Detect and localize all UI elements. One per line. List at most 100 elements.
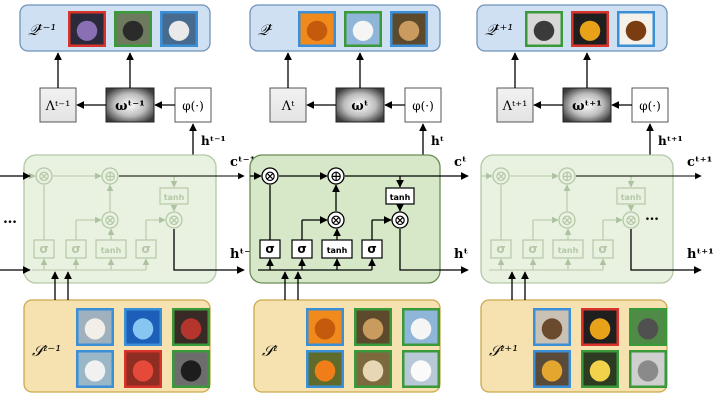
hidden-state-out — [630, 229, 702, 274]
support-image — [354, 308, 392, 346]
hidden-state-label: hᵗ⁺¹ — [687, 247, 714, 262]
forget-gate-sigma-label: σ — [39, 242, 48, 256]
image-subject-mushroom-stem — [362, 360, 384, 382]
support-image — [402, 308, 440, 346]
support-set-label: 𝒮ᵗ⁻¹ — [32, 342, 61, 360]
lambda-box — [496, 87, 534, 123]
cell-tanh-label: tanh — [390, 193, 411, 202]
image-subject-sailboats — [410, 360, 432, 382]
support-image — [76, 308, 114, 346]
output-multiply: ⊗ — [165, 211, 183, 229]
query-image — [298, 11, 336, 47]
cell-add: ⊕ — [327, 167, 345, 185]
cell-state-label: cᵗ⁻¹ — [230, 155, 255, 170]
image-subject-white-dog — [168, 20, 190, 41]
forget-multiply-circle — [492, 167, 510, 185]
image-subject-orange-fruit — [314, 360, 336, 382]
lstm-cell-body — [23, 154, 217, 284]
image-subject-arctic-fox — [84, 360, 106, 382]
image-subject-purple-bowl — [76, 20, 98, 41]
image-subject-motorcycle — [180, 318, 202, 340]
support-image — [629, 308, 667, 346]
forget-multiply-circle — [35, 167, 53, 185]
hidden-state-out — [173, 229, 245, 274]
omega-label: ωᵗ — [351, 99, 368, 114]
support-image — [402, 350, 440, 388]
cell-add-symbol: ⊕ — [104, 167, 117, 185]
cell-add-circle — [327, 167, 345, 185]
image-subject-red-object — [132, 360, 154, 382]
query-set-label: 𝒬ᵗ — [258, 21, 273, 39]
output-multiply-circle — [165, 211, 183, 229]
forget-multiply: ⊗ — [35, 167, 53, 185]
input-multiply: ⊗ — [558, 211, 576, 229]
support-set-label: 𝒮ᵗ — [262, 342, 278, 360]
phi-label: φ(·) — [639, 99, 661, 113]
cell-state-label: cᵗ — [454, 155, 467, 170]
cell-tanh-label: tanh — [621, 193, 642, 202]
input-multiply-circle — [327, 211, 345, 229]
support-image — [306, 350, 344, 388]
cell-add: ⊕ — [558, 167, 576, 185]
phi-box — [174, 87, 212, 123]
query-image — [390, 11, 428, 47]
support-image — [533, 308, 571, 346]
query-image — [160, 11, 198, 47]
left-ellipsis: … — [3, 211, 17, 227]
input-gate-sigma: σ — [291, 239, 313, 259]
hidden-state-label: hᵗ — [454, 247, 468, 262]
support-image — [124, 308, 162, 346]
support-image — [581, 308, 619, 346]
image-subject-oranges — [314, 318, 336, 340]
image-subject-beer-glass — [541, 360, 563, 382]
output-multiply: ⊗ — [391, 211, 409, 229]
lambda-label: Λᵗ⁺¹ — [502, 99, 528, 114]
input-multiply: ⊗ — [101, 211, 119, 229]
h-phi-label: hᵗ⁺¹ — [658, 134, 683, 148]
image-subject-jellyfish — [132, 318, 154, 340]
omega-label: ωᵗ⁻¹ — [115, 99, 145, 114]
phi-label: φ(·) — [182, 99, 204, 113]
candidate-tanh-label: tanh — [327, 246, 348, 255]
right-ellipsis: … — [645, 208, 659, 224]
image-subject-toucan — [579, 20, 601, 41]
image-subject-sailboat — [352, 20, 374, 41]
query-set-label: 𝒬ᵗ⁻¹ — [28, 21, 56, 39]
output-gate-sigma: σ — [361, 239, 383, 259]
image-subject-oranges — [306, 20, 328, 41]
query-set-label: 𝒬ᵗ⁺¹ — [485, 21, 513, 39]
support-image — [533, 350, 571, 388]
output-multiply-symbol: ⊗ — [168, 211, 181, 229]
input-multiply-symbol: ⊗ — [330, 211, 343, 229]
lstm-cell-body — [249, 154, 441, 284]
image-subject-pan — [637, 318, 659, 340]
support-image — [172, 308, 210, 346]
h-phi-label: hᵗ — [431, 134, 444, 148]
candidate-tanh-label: tanh — [558, 246, 579, 255]
omega-box — [105, 87, 155, 123]
input-multiply-circle — [101, 211, 119, 229]
forget-gate-sigma-label: σ — [496, 242, 505, 256]
cell-add: ⊕ — [101, 167, 119, 185]
support-image — [172, 350, 210, 388]
output-gate-sigma-label: σ — [598, 242, 607, 256]
image-subject-polar-bear — [84, 318, 106, 340]
candidate-tanh: tanh — [321, 239, 353, 259]
forget-multiply-symbol: ⊗ — [38, 167, 51, 185]
forget-multiply: ⊗ — [492, 167, 510, 185]
input-multiply: ⊗ — [327, 211, 345, 229]
forget-gate-sigma-label: σ — [265, 242, 274, 256]
image-subject-wok — [533, 20, 555, 41]
cell-tanh: tanh — [616, 187, 646, 205]
support-image — [581, 350, 619, 388]
image-subject-toucan-branch — [589, 360, 611, 382]
lambda-box — [269, 87, 307, 123]
cell-add-circle — [101, 167, 119, 185]
output-multiply: ⊗ — [622, 211, 640, 229]
